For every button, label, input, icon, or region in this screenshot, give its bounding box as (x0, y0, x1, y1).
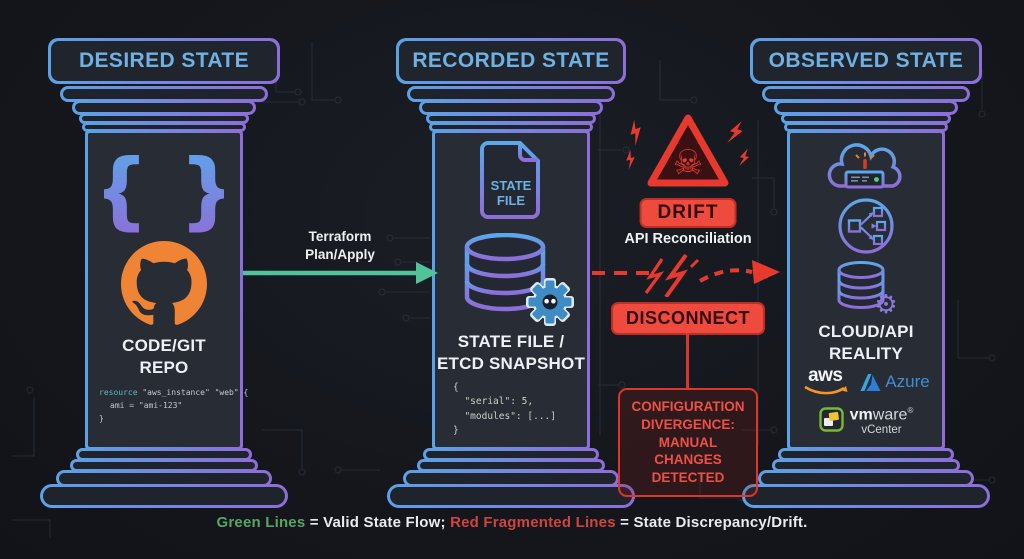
pillar-ring (781, 113, 951, 124)
pillar-capital (72, 100, 256, 115)
vmware-logo: vmware® vCenter (818, 406, 913, 437)
recorded-caption: STATE FILE / ETCD SNAPSHOT (436, 332, 586, 374)
etcd-gear-icon (521, 273, 579, 336)
recorded-shaft: STATE FILE (432, 130, 590, 450)
observed-title: OBSERVED STATE (768, 49, 964, 72)
azure-triangle-icon (860, 373, 881, 391)
svg-text:⚙: ⚙ (874, 290, 897, 317)
state-json-snippet: { "serial": 5, "modules": [...] } (453, 382, 556, 436)
observed-caption: CLOUD/API REALITY (818, 322, 914, 364)
disconnect-badge: DISCONNECT (610, 302, 766, 335)
legend: Green Lines = Valid State Flow; Red Frag… (216, 514, 808, 531)
pillar-base (387, 484, 635, 508)
aws-swoosh-icon (804, 385, 848, 395)
alert-spark-icon (855, 152, 875, 169)
break-bolt-icon (664, 253, 689, 297)
observed-header: OBSERVED STATE (750, 38, 982, 84)
pillar-base (70, 459, 258, 472)
pillar-capital (774, 100, 958, 115)
pillar-base (758, 470, 974, 487)
pillar-capital (419, 100, 603, 115)
github-icon (121, 241, 207, 325)
lightning-bolt-icon (626, 119, 750, 170)
observed-shaft: ⚙ CLOUD/API REALITY aws (787, 130, 945, 450)
recorded-header: RECORDED STATE (396, 38, 626, 84)
pillar-base (742, 484, 990, 508)
pillar-base (56, 470, 272, 487)
network-share-icon (838, 198, 894, 254)
legend-red-label: Red Fragmented Lines (450, 514, 616, 531)
pillar-base (778, 448, 954, 461)
code-braces-icon: { } (104, 141, 224, 239)
pillar-ring (429, 122, 593, 132)
terraform-code-snippet: resource "aws_instance" "web" { ami = "a… (99, 388, 249, 423)
aws-logo: aws (802, 366, 848, 396)
api-database-gear-icon: ⚙ (837, 261, 898, 317)
red-drift-dashed-arrow (592, 253, 780, 297)
skull-icon: ☠ (673, 143, 703, 183)
desired-caption: CODE/GIT REPO (122, 336, 206, 378)
configuration-divergence-box: CONFIGURATION DIVERGENCE: MANUAL CHANGES… (618, 388, 758, 498)
pillar-base (772, 459, 960, 472)
drift-badge: DRIFT (639, 198, 737, 228)
svg-text:STATE: STATE (491, 178, 532, 193)
pillar-base (417, 459, 605, 472)
pillar-ring (82, 122, 246, 132)
cloud-server-icon (827, 143, 902, 189)
svg-text:{ }: { } (104, 141, 224, 239)
api-reconciliation-label: API Reconciliation (624, 231, 752, 247)
divergence-connector-line (686, 333, 689, 388)
pillar-base (76, 448, 252, 461)
pillar-ring (784, 122, 948, 132)
pillar-capital (407, 86, 615, 102)
pillar-capital (60, 86, 268, 102)
pillar-ring (79, 113, 249, 124)
legend-green-label: Green Lines (216, 514, 306, 531)
vcenter-label: vCenter (861, 424, 902, 437)
pillar-base (423, 448, 599, 461)
svg-text:FILE: FILE (497, 193, 525, 208)
pillar-base (403, 470, 619, 487)
azure-logo: Azure (860, 372, 930, 392)
green-flow-arrow (243, 262, 438, 284)
pillar-capital (762, 86, 970, 102)
break-bolt-icon (644, 258, 665, 294)
state-file-icon: STATE FILE (480, 141, 540, 219)
drift-warning-triangle-icon: ☠ (626, 114, 750, 187)
vmware-icon (818, 407, 844, 432)
desired-shaft: { } CODE/GIT REPO resource "aws_instance… (85, 130, 248, 450)
desired-title: DESIRED STATE (78, 49, 250, 72)
recorded-title: RECORDED STATE (412, 49, 610, 72)
terraform-flow-label: Terraform Plan/Apply (305, 229, 375, 263)
pillar-base (40, 484, 288, 508)
desired-header: DESIRED STATE (48, 38, 280, 84)
pillar-ring (426, 113, 596, 124)
